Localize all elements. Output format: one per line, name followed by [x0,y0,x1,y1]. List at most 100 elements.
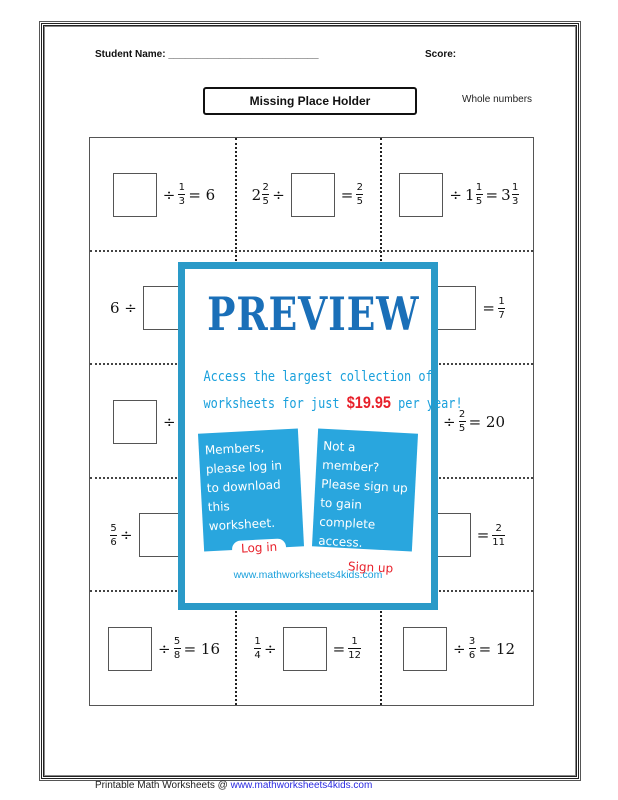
fraction-bar [262,194,270,196]
operator-text: 6 ÷ [110,299,137,318]
operator-text: = [485,185,499,204]
fraction-bar [511,194,519,196]
denominator: 5 [458,423,466,435]
answer-box[interactable] [402,626,447,671]
fraction-bar [468,648,476,650]
operator-text: = [332,639,346,658]
denominator: 5 [356,196,364,208]
denominator: 6 [110,536,117,548]
numerator: 2 [262,182,269,194]
fraction-bar [173,648,181,650]
operator-text: ÷ [452,639,466,658]
numerator: 1 [351,636,358,648]
fraction-bar [475,194,483,196]
promo-line-2-end: per year! [398,396,463,412]
fraction-bar [348,648,361,650]
login-button[interactable]: Log in [231,538,287,559]
denominator: 8 [173,650,181,662]
operator-text: = 6 [188,185,216,204]
fraction-bar [254,648,262,650]
numerator: 1 [254,636,261,648]
nonmembers-text: Not a member? Please sign up to gain com… [317,438,409,550]
whole-part: 2 [251,185,262,204]
answer-box[interactable] [138,513,183,558]
student-name-label: Student Name: __________________________… [95,49,319,60]
promo-line-2-start: worksheets for just [203,396,340,412]
answer-box[interactable] [112,172,157,217]
answer-box[interactable] [399,172,444,217]
operator-text: = 20 [468,412,505,431]
operator-text: = [482,299,495,318]
operator-text: = 16 [183,639,220,658]
numerator: 1 [475,182,483,194]
whole-part: 3 [501,185,511,204]
operator-text: ÷ [449,185,462,204]
numerator: 5 [173,636,181,648]
operator-text: = 12 [478,639,515,658]
fraction-bar [498,307,505,309]
fraction-bar [178,194,186,196]
operator-text: = [340,185,354,204]
fraction-bar [492,534,505,536]
promo-line-2: worksheets for just $19.95 per year! [203,390,462,417]
answer-box[interactable] [290,172,335,217]
operator-text: = [476,526,490,545]
operator-text: ÷ [120,526,133,545]
answer-box[interactable] [432,286,477,331]
numerator: 1 [498,295,505,307]
answer-box[interactable] [107,626,152,671]
operator-text: ÷ [157,639,171,658]
denominator: 7 [498,309,505,321]
denominator: 6 [468,650,476,662]
worksheet-title: Missing Place Holder [203,87,417,115]
fraction-bar [110,534,117,536]
denominator: 12 [348,650,361,662]
numerator: 1 [511,182,519,194]
denominator: 3 [178,196,186,208]
worksheet-subtitle: Whole numbers [462,94,533,105]
fraction-bar [356,194,364,196]
numerator: 3 [468,636,476,648]
score-label: Score: [425,49,457,60]
operator-text: ÷ [272,185,285,204]
problem-cell: ÷ [110,365,176,479]
operator-text: ÷ [162,185,176,204]
denominator: 5 [262,196,269,208]
site-link[interactable]: www.mathworksheets4kids.com [233,569,383,581]
denominator: 4 [254,650,261,662]
preview-heading: PREVIEW [207,287,420,341]
answer-box[interactable] [282,626,327,671]
answer-box[interactable] [113,399,157,444]
preview-overlay: PREVIEW Access the largest collection of… [178,262,463,610]
whole-part: 1 [464,185,475,204]
price: $19.95 [346,393,391,412]
footer-link[interactable]: www.mathworksheets4kids.com [230,780,373,791]
operator-text: ÷ [442,412,456,431]
